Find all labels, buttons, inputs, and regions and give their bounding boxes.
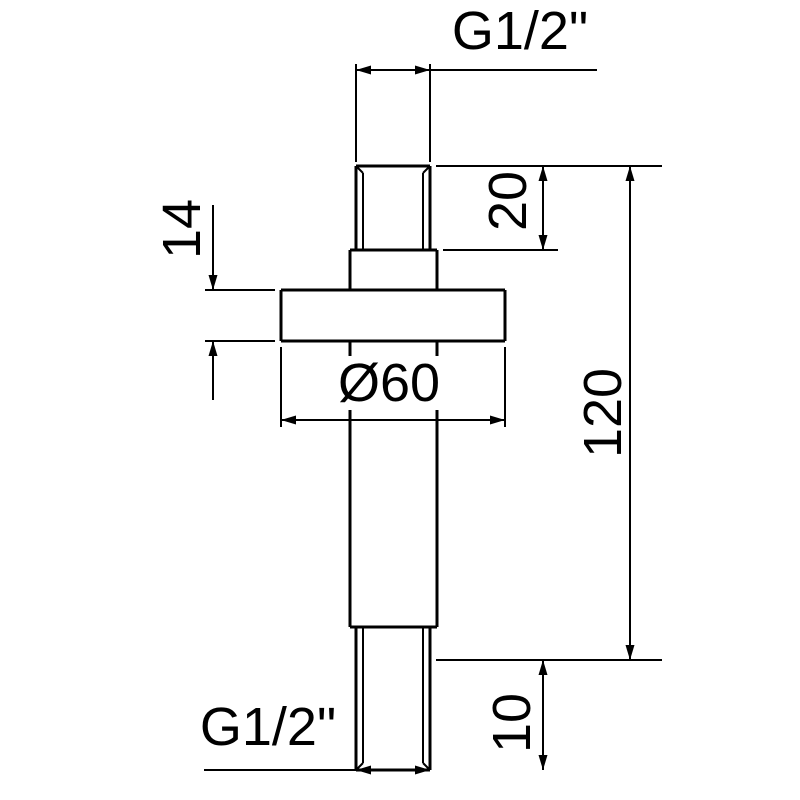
arrowhead <box>208 275 218 290</box>
arrowhead <box>356 765 371 775</box>
part-outline <box>279 164 507 772</box>
thread-detail <box>355 165 431 771</box>
arrowhead <box>538 166 548 181</box>
dimension-arrows <box>208 65 635 775</box>
arrowhead <box>208 341 218 356</box>
label-bottom-thread-size: G1/2" <box>199 697 337 757</box>
label-dim-total-length: 120 <box>573 367 633 459</box>
thread-chamfer <box>355 165 364 174</box>
arrowhead <box>415 765 430 775</box>
arrowhead <box>356 65 371 75</box>
label-dim-top-thread-length: 20 <box>478 170 538 232</box>
thread-chamfer <box>422 762 431 771</box>
label-dim-flange-diameter: Ø60 <box>332 356 446 410</box>
thread-chamfer <box>422 165 431 174</box>
label-top-thread-size: G1/2" <box>451 1 589 61</box>
arrowhead <box>415 65 430 75</box>
arrowhead <box>538 660 548 675</box>
label-dim-bottom-thread-length: 10 <box>482 692 542 754</box>
arrowhead <box>625 645 635 660</box>
dimension-lines <box>204 64 662 771</box>
arrowhead <box>281 415 296 425</box>
arrowhead <box>490 415 505 425</box>
arrowhead <box>538 235 548 250</box>
arrowhead <box>538 755 548 770</box>
arrowhead <box>625 166 635 181</box>
thread-chamfer <box>355 762 364 771</box>
label-dim-flange-thickness: 14 <box>152 198 212 260</box>
